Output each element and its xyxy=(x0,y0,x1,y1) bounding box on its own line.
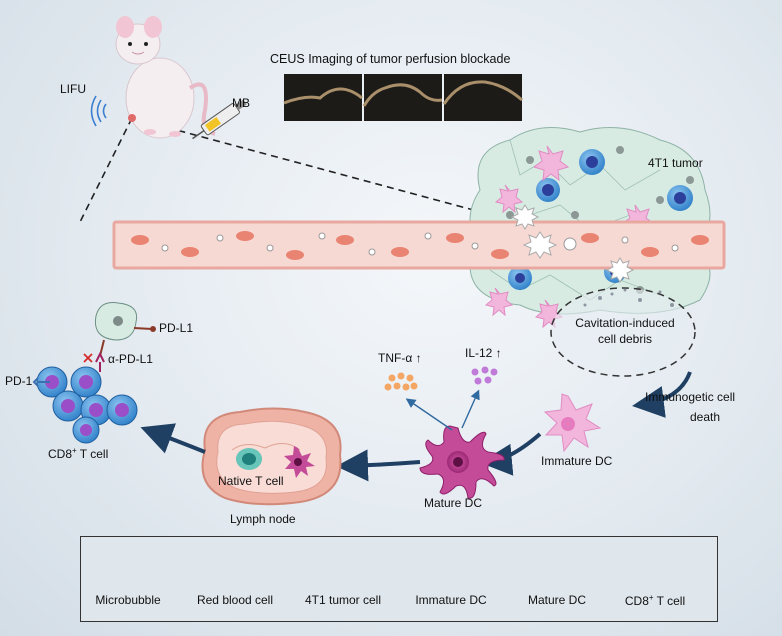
arrow-to-tnf xyxy=(405,398,453,431)
debris-ellipse xyxy=(550,287,696,377)
legend-rbc-label: Red blood cell xyxy=(196,593,274,607)
debris-particles xyxy=(583,288,674,307)
mature-dc-label: Mature DC xyxy=(424,496,483,510)
immunogenic-label-line1: Immunogetic cell xyxy=(645,390,736,404)
zoom-line-right xyxy=(131,117,493,216)
pd-1-label: PD-1 xyxy=(5,374,33,388)
zoom-line-left xyxy=(79,117,133,223)
legend-mature-dc-label: Mature DC xyxy=(527,593,587,607)
cavitation-label-line1: Cavitation-induced xyxy=(575,316,675,330)
immature-dc-cell xyxy=(543,393,602,453)
legend-microbubble-label: Microbubble xyxy=(95,593,161,607)
block-x-icon xyxy=(83,353,93,363)
arrow-to-il12 xyxy=(461,389,480,429)
arrow-mature-to-lymph xyxy=(336,449,421,482)
cavitation-label-line2: cell debris xyxy=(597,332,653,346)
legend-box: Microbubble Red blood cell 4T1 tumor cel… xyxy=(80,536,718,622)
ceus-images xyxy=(283,74,523,121)
tumor-label: 4T1 tumor xyxy=(648,156,703,170)
ultrasound-icon xyxy=(90,95,107,127)
ceus-title: CEUS Imaging of tumor perfusion blockade xyxy=(270,52,511,66)
anti-pd-l1-antibody xyxy=(95,351,105,372)
lymph-node xyxy=(201,407,342,506)
arrow-lymph-to-cd8 xyxy=(140,423,206,454)
pd-l1-label: PD-L1 xyxy=(159,321,194,335)
anti-pd-l1-label: α-PD-L1 xyxy=(108,352,153,366)
syringe-icon xyxy=(192,99,247,140)
pd-1-receptor xyxy=(32,377,50,387)
legend-tumor-cell-label: 4T1 tumor cell xyxy=(304,593,382,607)
pd-l1-tumor-cell xyxy=(94,302,156,357)
lifu-label: LIFU xyxy=(60,82,87,96)
native-t-cell-label: Native T cell xyxy=(218,474,284,488)
mb-label: MB xyxy=(232,96,250,110)
il12-label: IL-12 ↑ xyxy=(465,346,502,360)
blood-vessel xyxy=(112,204,726,283)
immunogenic-label-line2: death xyxy=(690,410,721,424)
mature-dc-cell xyxy=(419,425,505,499)
arrow-debris-to-dc xyxy=(632,371,692,418)
legend-t-cell-label: CD8+ T cell xyxy=(624,593,686,608)
cd8-cluster xyxy=(36,366,138,444)
mouse-icon xyxy=(115,16,216,139)
immature-dc-label: Immature DC xyxy=(541,454,613,468)
lymph-node-label: Lymph node xyxy=(230,512,296,526)
tnf-label: TNF-α ↑ xyxy=(378,351,422,365)
tnf-dots xyxy=(384,372,418,391)
il12-dots xyxy=(471,366,498,385)
legend-immature-dc-label: Immature DC xyxy=(415,593,487,607)
cd8-label: CD8+ T cell xyxy=(48,446,109,461)
